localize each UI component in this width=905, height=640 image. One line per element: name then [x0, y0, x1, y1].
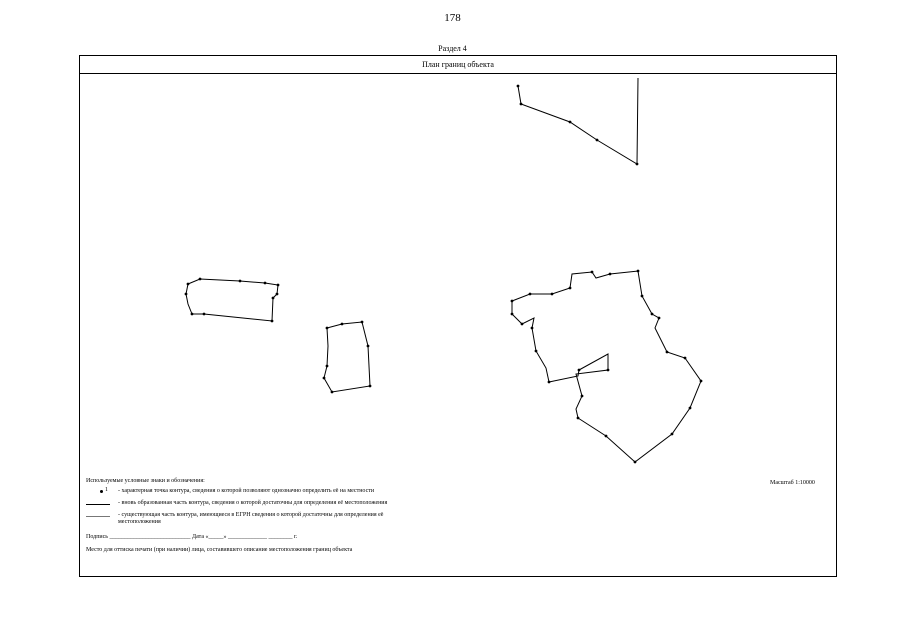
existing-contour-line-icon — [86, 512, 110, 520]
stamp-line: Место для оттиска печати (при наличии) л… — [86, 547, 353, 553]
page-number: 178 — [444, 12, 461, 24]
scale-label: Масштаб 1:10000 — [770, 480, 815, 486]
new-contour-line-icon — [86, 500, 110, 508]
point-symbol-icon: 1 — [86, 487, 110, 496]
characteristic-points — [184, 84, 703, 464]
legend-text-new-contour: - вновь образованная часть контура, свед… — [118, 500, 388, 506]
legend-item-new-contour: - вновь образованная часть контура, свед… — [86, 500, 706, 508]
legend-item-point: 1 - характерная точка контура, сведения … — [86, 487, 706, 496]
boundary-plan — [184, 77, 703, 464]
legend: Используемые условные знаки и обозначени… — [86, 478, 706, 553]
contour-middle — [323, 321, 371, 393]
legend-text-existing-contour: - существующая часть контура, имеющиеся … — [118, 512, 384, 525]
legend-title: Используемые условные знаки и обозначени… — [86, 478, 205, 484]
section-title: Раздел 4 — [438, 44, 467, 53]
point-symbol-label: 1 — [105, 487, 108, 493]
legend-text-point: - характерная точка контура, сведения о … — [118, 488, 375, 494]
plan-title: План границ объекта — [80, 56, 836, 74]
legend-item-existing-contour: - существующая часть контура, имеющиеся … — [86, 512, 706, 526]
signature-line: Подпись ___________________________ Дата… — [86, 534, 298, 540]
contour-right — [511, 270, 702, 463]
plan-frame: План границ объекта — [79, 55, 837, 577]
contour-left — [185, 278, 279, 322]
contour-top — [517, 77, 639, 165]
